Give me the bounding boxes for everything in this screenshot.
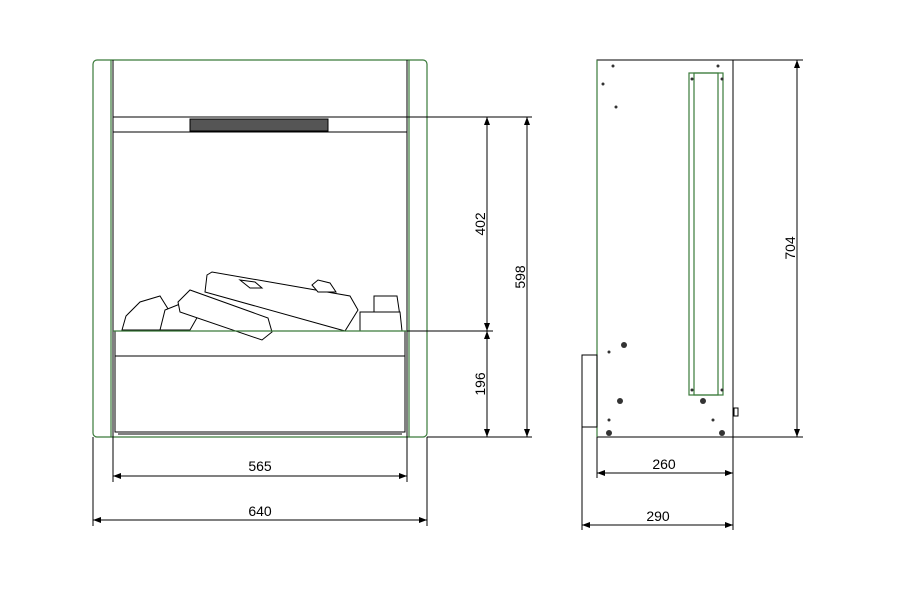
side-bump (581, 354, 598, 428)
dim-598-label: 598 (512, 265, 528, 289)
dim-260-label: 260 (652, 456, 676, 472)
side-view (581, 59, 739, 438)
dim-565-label: 565 (248, 458, 272, 474)
dim-704-label: 704 (782, 236, 798, 260)
front-view (92, 59, 428, 438)
outer-frame (92, 59, 428, 438)
dim-640-label: 640 (248, 503, 272, 519)
front-dimensions: 402 196 598 565 640 (92, 116, 532, 526)
dim-402-label: 402 (472, 212, 488, 236)
side-body (596, 59, 734, 438)
side-panel-inner (693, 72, 719, 396)
log-set (121, 271, 403, 341)
side-dimensions: 704 260 290 (581, 59, 803, 530)
dim-290-label: 290 (646, 508, 670, 524)
dim-196-label: 196 (472, 372, 488, 396)
base-box (114, 330, 406, 433)
top-band (112, 116, 408, 133)
vent-grille (189, 118, 329, 132)
